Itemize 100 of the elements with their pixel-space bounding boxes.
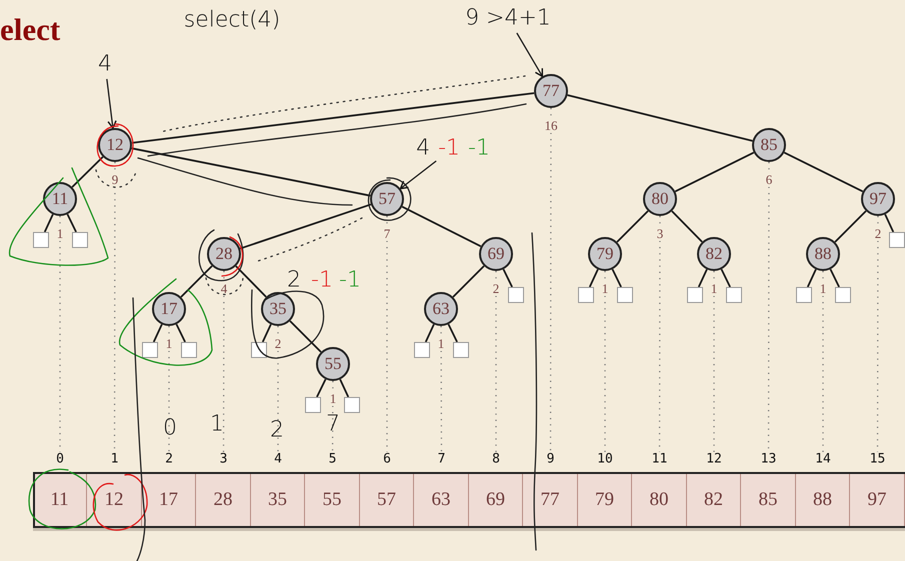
- arrow: [516, 32, 544, 78]
- handwritten-note: 2: [287, 268, 301, 292]
- tree-edge: [66, 214, 77, 232]
- guide-line: [222, 271, 225, 452]
- leaf-square: [726, 287, 742, 303]
- tree-edge: [316, 378, 326, 398]
- tree-edge: [339, 379, 350, 398]
- handwritten-note: 9 >4+1: [465, 6, 551, 30]
- index-label: 1: [110, 452, 118, 466]
- index-label: 14: [815, 452, 831, 466]
- tree-edge: [806, 269, 817, 288]
- subtree-size: 4: [220, 282, 228, 296]
- array-cell: 82: [686, 474, 742, 526]
- leaf-square: [453, 342, 469, 358]
- tree-edge: [424, 324, 435, 342]
- handwritten-note: 1: [210, 412, 224, 436]
- handwritten-note: -1: [311, 268, 333, 292]
- tree-edge: [720, 268, 731, 288]
- subtree-size: 6: [764, 173, 774, 187]
- subtree-size: 2: [874, 227, 882, 241]
- tree-edge: [452, 265, 485, 298]
- array-cell: 12: [87, 474, 142, 526]
- tree-edge: [72, 156, 104, 188]
- subtree-size: 1: [436, 337, 446, 351]
- index-label: 12: [706, 452, 722, 466]
- leaf-square: [578, 287, 594, 303]
- arrow: [400, 160, 437, 190]
- subtree-size: 9: [110, 173, 120, 187]
- leaf-square: [889, 232, 905, 248]
- array-cell: 35: [250, 474, 306, 526]
- tree-edge: [674, 152, 754, 192]
- array-cell: 28: [196, 474, 251, 526]
- tree-edge: [671, 210, 703, 242]
- array-cell: 63: [414, 474, 469, 526]
- subtree-size: 2: [274, 337, 282, 351]
- tree-node: 85: [752, 128, 786, 162]
- tree-edge: [588, 269, 599, 288]
- leaf-square: [305, 397, 321, 413]
- tree-edge: [616, 210, 649, 243]
- tree-edge: [502, 268, 513, 288]
- leaf-square: [251, 342, 267, 358]
- array-cell: 88: [796, 474, 850, 526]
- subtree-size: 1: [600, 282, 610, 296]
- handwritten-note: 7: [326, 412, 340, 436]
- tree-edge: [698, 269, 708, 288]
- tree-node: 69: [479, 237, 513, 271]
- subtree-size: 16: [544, 119, 558, 133]
- array-cell: 80: [632, 474, 687, 526]
- leaf-square: [687, 287, 703, 303]
- tree-node: 63: [424, 292, 458, 326]
- subtree-size: 1: [710, 282, 718, 296]
- subtree-size: 1: [164, 337, 174, 351]
- slide-title: elect: [0, 12, 60, 48]
- tree-edge: [289, 320, 322, 353]
- subtree-size: 3: [656, 227, 664, 241]
- tree-edge: [235, 266, 267, 298]
- leaf-square: [414, 342, 430, 358]
- tree-edge: [176, 324, 186, 342]
- index-label: 13: [760, 452, 776, 466]
- tree-edge: [402, 206, 482, 248]
- tree-node: 82: [697, 237, 731, 271]
- leaf-square: [33, 232, 49, 248]
- tree-edge: [567, 94, 753, 142]
- index-label: 10: [597, 452, 613, 466]
- handwritten-note: 0: [163, 416, 177, 440]
- array-cell: 55: [305, 474, 360, 526]
- index-label: 6: [383, 452, 391, 466]
- array-cell: 69: [468, 474, 524, 526]
- array-cell: 79: [578, 474, 632, 526]
- index-label: 0: [56, 452, 64, 466]
- tree-edge: [44, 214, 54, 232]
- tree-node: 28: [207, 237, 241, 271]
- tree-edge: [152, 324, 163, 342]
- tree-node: 11: [43, 182, 77, 216]
- tree-edge: [612, 268, 622, 288]
- tree-node: 57: [370, 182, 404, 216]
- leaf-square: [344, 397, 360, 413]
- tree-edge: [884, 214, 894, 232]
- subtree-size: 1: [328, 392, 338, 406]
- handwritten-note: select(4): [184, 8, 280, 32]
- leaf-square: [142, 342, 158, 358]
- index-label: 2: [165, 452, 173, 466]
- leaf-square: [796, 287, 812, 303]
- arrow: [106, 78, 117, 129]
- subtree-size: 1: [818, 282, 828, 296]
- subtree-size: 1: [56, 227, 64, 241]
- tree-node: 80: [643, 182, 677, 216]
- subtree-size: 2: [492, 282, 500, 296]
- array-cell: 17: [142, 474, 196, 526]
- tree-edge: [784, 152, 864, 192]
- index-label: 5: [328, 452, 336, 466]
- index-label: 11: [652, 452, 668, 466]
- array-cell: 77: [523, 474, 578, 526]
- index-label: 3: [220, 452, 228, 466]
- leaf-square: [72, 232, 88, 248]
- index-label: 4: [274, 452, 282, 466]
- leaf-square: [181, 342, 197, 358]
- tree-node: 17: [152, 292, 186, 326]
- index-label: 9: [546, 452, 554, 466]
- tree-node: 79: [588, 237, 622, 271]
